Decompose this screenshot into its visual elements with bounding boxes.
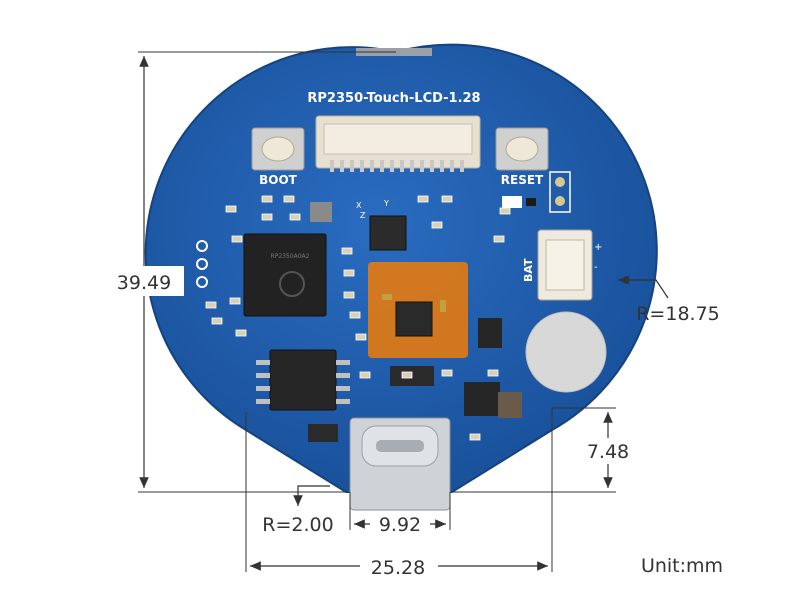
smd-component <box>441 195 453 203</box>
smd-component <box>261 213 273 221</box>
fpc-pin <box>430 160 434 172</box>
mcu-chip: RP2350A0A2 <box>243 233 327 317</box>
battery-pad <box>525 311 607 393</box>
board-name-label: RP2350-Touch-LCD-1.28 <box>307 91 480 106</box>
smd-component <box>487 369 499 377</box>
fpc-pin <box>350 160 354 172</box>
boot-button[interactable] <box>251 127 305 171</box>
flash-leg <box>256 360 270 365</box>
flash-leg <box>336 373 350 378</box>
usb-width-label-bg <box>370 511 430 537</box>
bat-plus-label: + <box>594 242 602 253</box>
usb-width-dim-label: 9.92 <box>379 514 421 536</box>
smd-component <box>499 207 511 215</box>
reset-label: RESET <box>501 173 544 187</box>
smd-component <box>261 195 273 203</box>
battery-connector <box>537 229 593 301</box>
board-radius-leader <box>618 275 669 299</box>
inductor <box>498 392 522 418</box>
flash-leg <box>336 386 350 391</box>
smd-component <box>401 371 413 379</box>
flash-leg <box>256 373 270 378</box>
smd-component <box>431 221 443 229</box>
passive-components <box>205 195 511 441</box>
corner-radius-label: R=2.00 <box>262 514 333 536</box>
transistor <box>308 424 338 442</box>
imu-chip: X Y Z <box>356 199 407 251</box>
usb-c-connector <box>349 417 451 511</box>
usb-height-label-bg <box>580 438 636 464</box>
charger-region <box>368 262 468 358</box>
regulator-chip <box>478 318 502 348</box>
smd-component <box>343 269 355 277</box>
pmic-chip <box>464 382 500 416</box>
fpc-pin <box>390 160 394 172</box>
imu-axis-x-label: X <box>356 201 362 210</box>
flash-leg <box>336 399 350 404</box>
fpc-pin <box>380 160 384 172</box>
height-label-bg <box>106 266 184 296</box>
smd-component <box>211 317 223 325</box>
bat-label: BAT <box>522 258 535 282</box>
fpc-pin <box>450 160 454 172</box>
smd-component <box>341 247 353 255</box>
imu-axis-y-label: Y <box>383 199 389 208</box>
fpc-pin <box>330 160 334 172</box>
smd-component <box>469 433 481 441</box>
reset-button[interactable] <box>495 127 549 171</box>
svg-text:RP2350A0A2: RP2350A0A2 <box>271 253 310 260</box>
smd-component <box>441 369 453 377</box>
smd-component <box>231 235 243 243</box>
lcd-connector <box>315 115 481 172</box>
fpc-pin <box>440 160 444 172</box>
usb-height-dim-label: 7.48 <box>587 441 629 463</box>
corner-radius-leader <box>293 485 330 506</box>
smd-component <box>343 291 355 299</box>
smd-component <box>225 205 237 213</box>
fpc-pin <box>360 160 364 172</box>
smd-component <box>349 311 361 319</box>
fpc-pin <box>340 160 344 172</box>
width-label-bg <box>360 552 438 580</box>
fpc-pin <box>400 160 404 172</box>
sensor-chip <box>310 202 332 222</box>
smd-component <box>229 297 241 305</box>
smd-component <box>359 371 371 379</box>
boot-label: BOOT <box>259 173 298 187</box>
flash-leg <box>256 386 270 391</box>
fpc-pin <box>370 160 374 172</box>
fpc-pin <box>420 160 424 172</box>
flash-leg <box>256 399 270 404</box>
test-pads <box>196 240 208 288</box>
height-dim-label: 39.49 <box>117 272 171 294</box>
flash-chip <box>256 349 350 411</box>
board-radius-label: R=18.75 <box>636 303 720 325</box>
width-dim-label: 25.28 <box>371 557 425 579</box>
smd-component <box>283 195 295 203</box>
smd-component <box>355 333 367 341</box>
header-pins <box>502 171 571 213</box>
imu-axis-z-label: Z <box>360 211 366 220</box>
smd-component <box>493 235 505 243</box>
bat-minus-label: - <box>594 262 598 273</box>
unit-label: Unit:mm <box>641 555 723 577</box>
smd-component <box>417 195 429 203</box>
smd-component <box>289 213 301 221</box>
fpc-pin <box>410 160 414 172</box>
fpc-pin <box>460 160 464 172</box>
smd-component <box>205 301 217 309</box>
flash-leg <box>336 360 350 365</box>
smd-component <box>235 329 247 337</box>
